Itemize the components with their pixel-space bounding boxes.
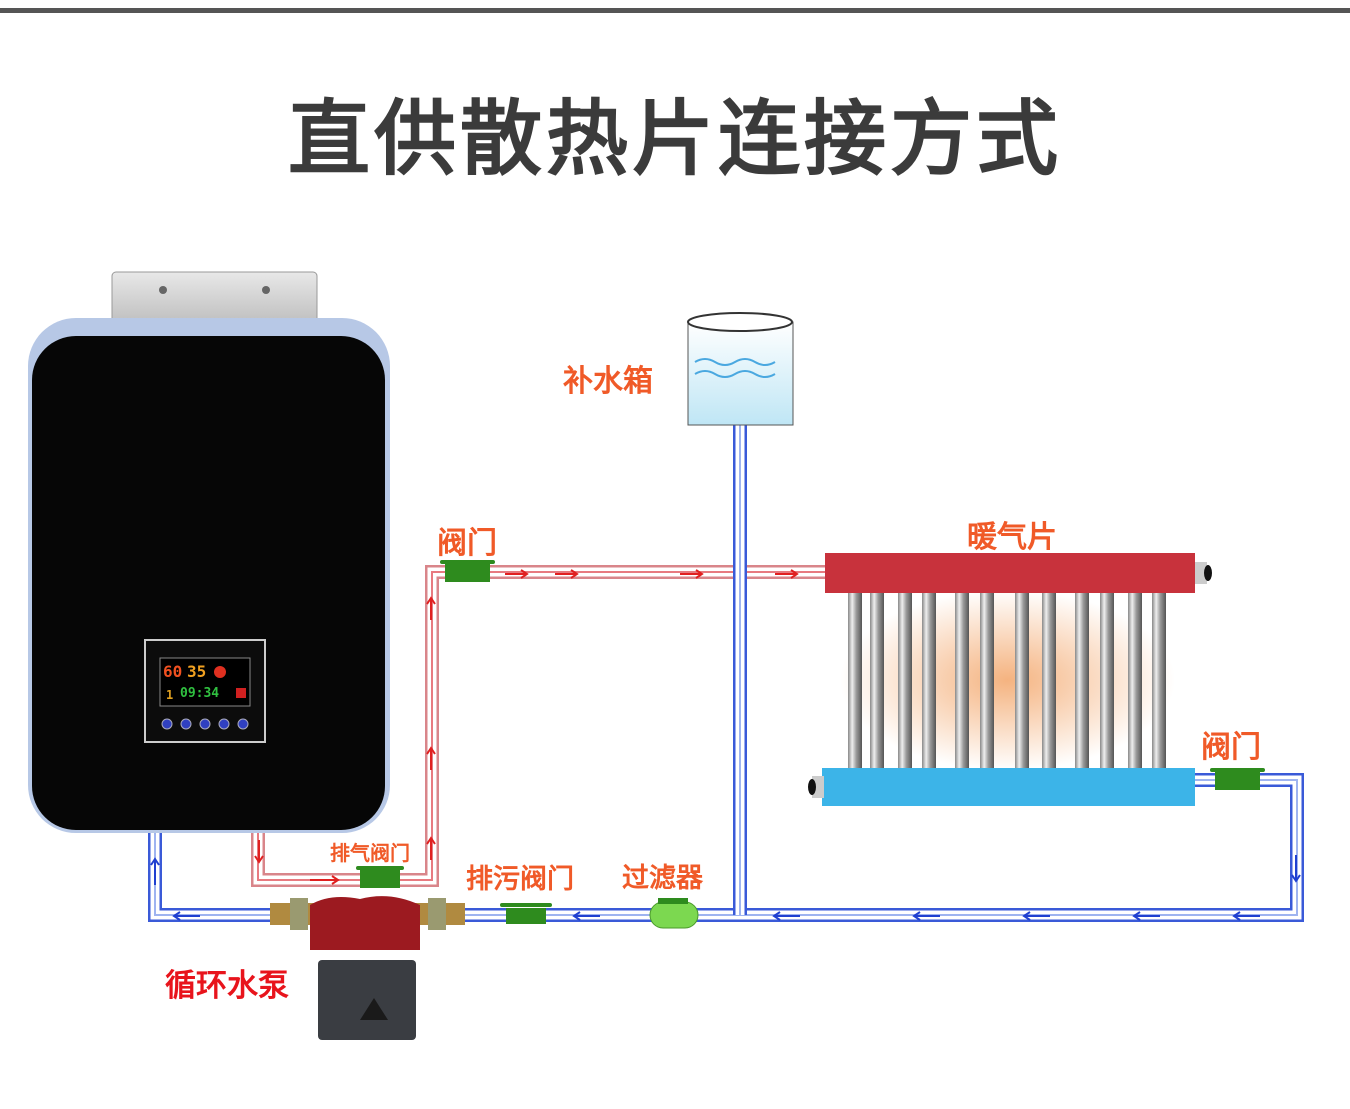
water-heater [28,271,390,833]
radiator-top-header [825,553,1195,593]
label-air-valve: 排气阀门 [330,841,410,865]
supply-pipe [251,565,826,887]
flame-icon [214,666,226,678]
supply-valve [440,560,495,582]
display-time: 09:34 [180,686,220,701]
flow-arrows [150,569,1301,921]
label-return-valve: 阀门 [1201,730,1261,765]
label-radiator: 暖气片 [967,520,1057,555]
circulation-pump [270,896,465,1040]
drain-valve [500,903,552,924]
display-temp1: 60 [163,662,183,681]
radiator [808,553,1212,806]
display-temp2: 35 [187,662,207,681]
return-valve [1210,768,1265,790]
label-pump: 循环水泵 [165,968,289,1004]
filter [649,898,699,929]
radiator-bottom-header [822,768,1195,806]
label-supply-valve: 阀门 [437,526,497,561]
label-filter: 过滤器 [622,863,703,894]
top-divider [0,8,1350,13]
makeup-water-tank [687,312,794,426]
page-title: 直供散热片连接方式 [287,92,1062,187]
alarm-icon [236,688,246,698]
air-valve [356,866,404,888]
display-mode: 1 [166,688,174,702]
label-tank: 补水箱 [563,364,653,399]
label-drain-valve: 排污阀门 [466,864,574,895]
panel-buttons [161,718,249,730]
return-pipe [148,425,1304,922]
